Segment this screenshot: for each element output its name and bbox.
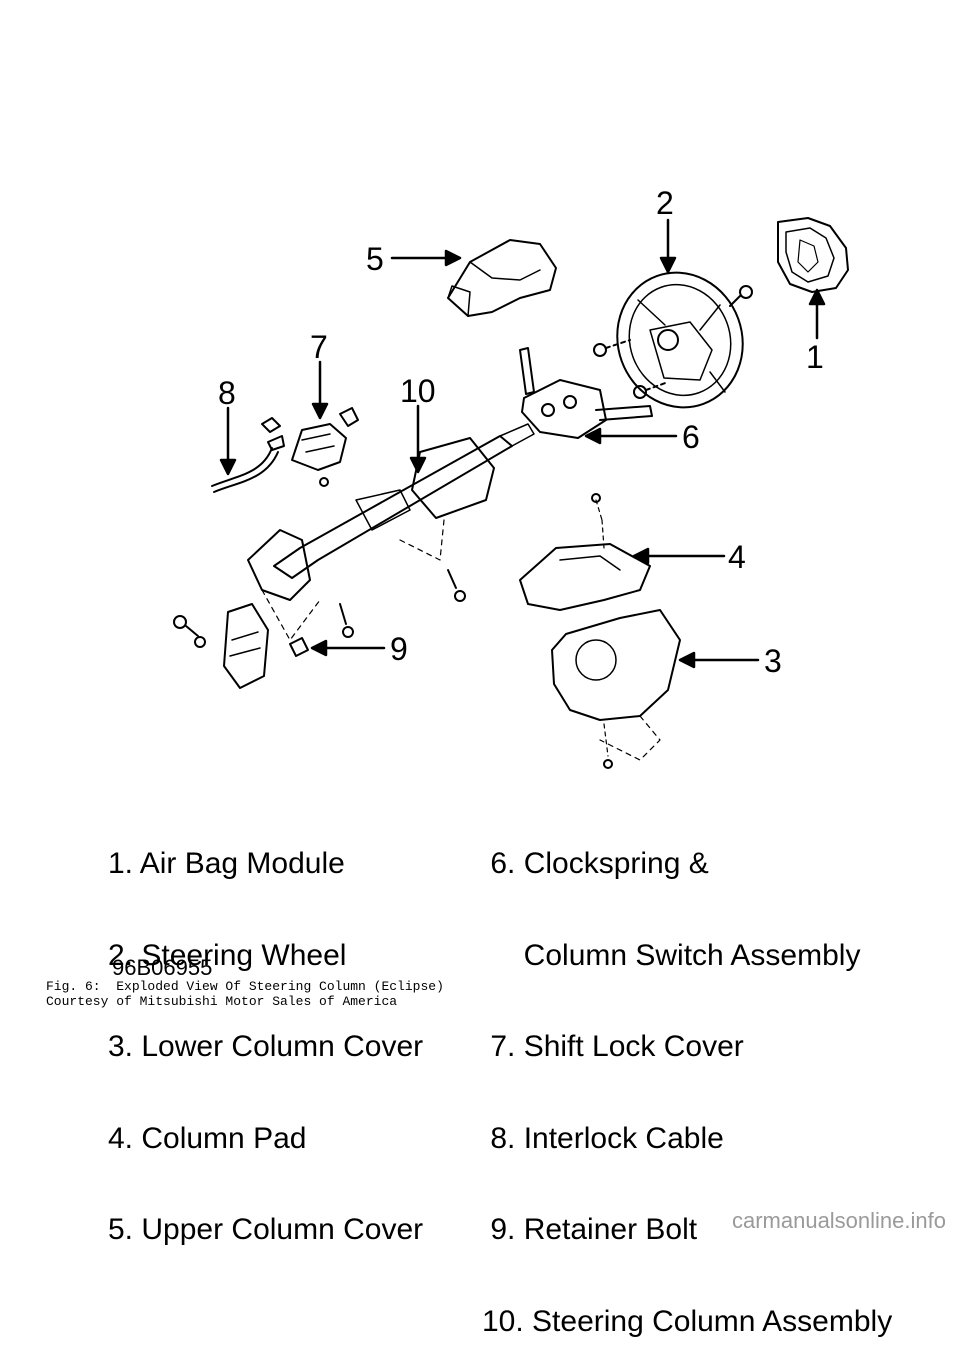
shift-lock-cover-drawing [291,407,359,487]
lower-column-cover-drawing [551,609,681,769]
retainer-bolt-drawing [289,637,309,657]
legend-item: 1. Air Bag Module [108,847,345,880]
air-bag-module-drawing [777,217,849,293]
legend-right: 6. Clockspring & Column Switch Assembly … [482,788,892,1368]
callout-4: 4 [728,539,746,575]
legend-item: 6. Clockspring & [482,847,709,880]
figure-id: 96B06955 [112,955,213,980]
figure-credit: Courtesy of Mitsubishi Motor Sales of Am… [46,994,398,1009]
legend-item: 10. Steering Column Assembly [482,1304,893,1338]
upper-column-cover-drawing [447,239,557,317]
callout-arrows [219,218,826,669]
watermark: carmanualsonline.info [731,1208,946,1233]
exploded-diagram: 1 2 3 4 5 6 7 8 9 10 [173,185,849,769]
column-switch-drawing [519,347,653,439]
callout-9: 9 [390,631,408,667]
callout-2: 2 [656,185,674,221]
legend-item: 7. Shift Lock Cover [482,1030,744,1063]
legend-item: 5. Upper Column Cover [108,1213,424,1246]
figure-caption: Fig. 6: Exploded View Of Steering Column… [46,979,444,994]
legend-item: 4. Column Pad [108,1121,307,1155]
callout-3: 3 [764,643,782,679]
wheel-bolts-drawing [593,285,753,399]
legend-item: 9. Retainer Bolt [482,1213,698,1246]
interlock-cable-drawing [211,417,285,493]
callout-6: 6 [682,419,700,455]
legend-left: 1. Air Bag Module 2. Steering Wheel 3. L… [108,788,423,1276]
column-pad-drawing [519,493,651,611]
legend-item: 3. Lower Column Cover [108,1030,424,1063]
callout-10: 10 [400,373,436,409]
steering-column-drawing [173,423,535,689]
callout-5: 5 [366,241,384,277]
legend-item: 2. Steering Wheel [108,938,347,972]
legend-item: 8. Interlock Cable [482,1121,724,1155]
steering-wheel-drawing [616,271,744,409]
callout-7: 7 [310,329,328,365]
legend-item: Column Switch Assembly [482,938,861,972]
callout-1: 1 [806,339,824,375]
callout-8: 8 [218,375,236,411]
